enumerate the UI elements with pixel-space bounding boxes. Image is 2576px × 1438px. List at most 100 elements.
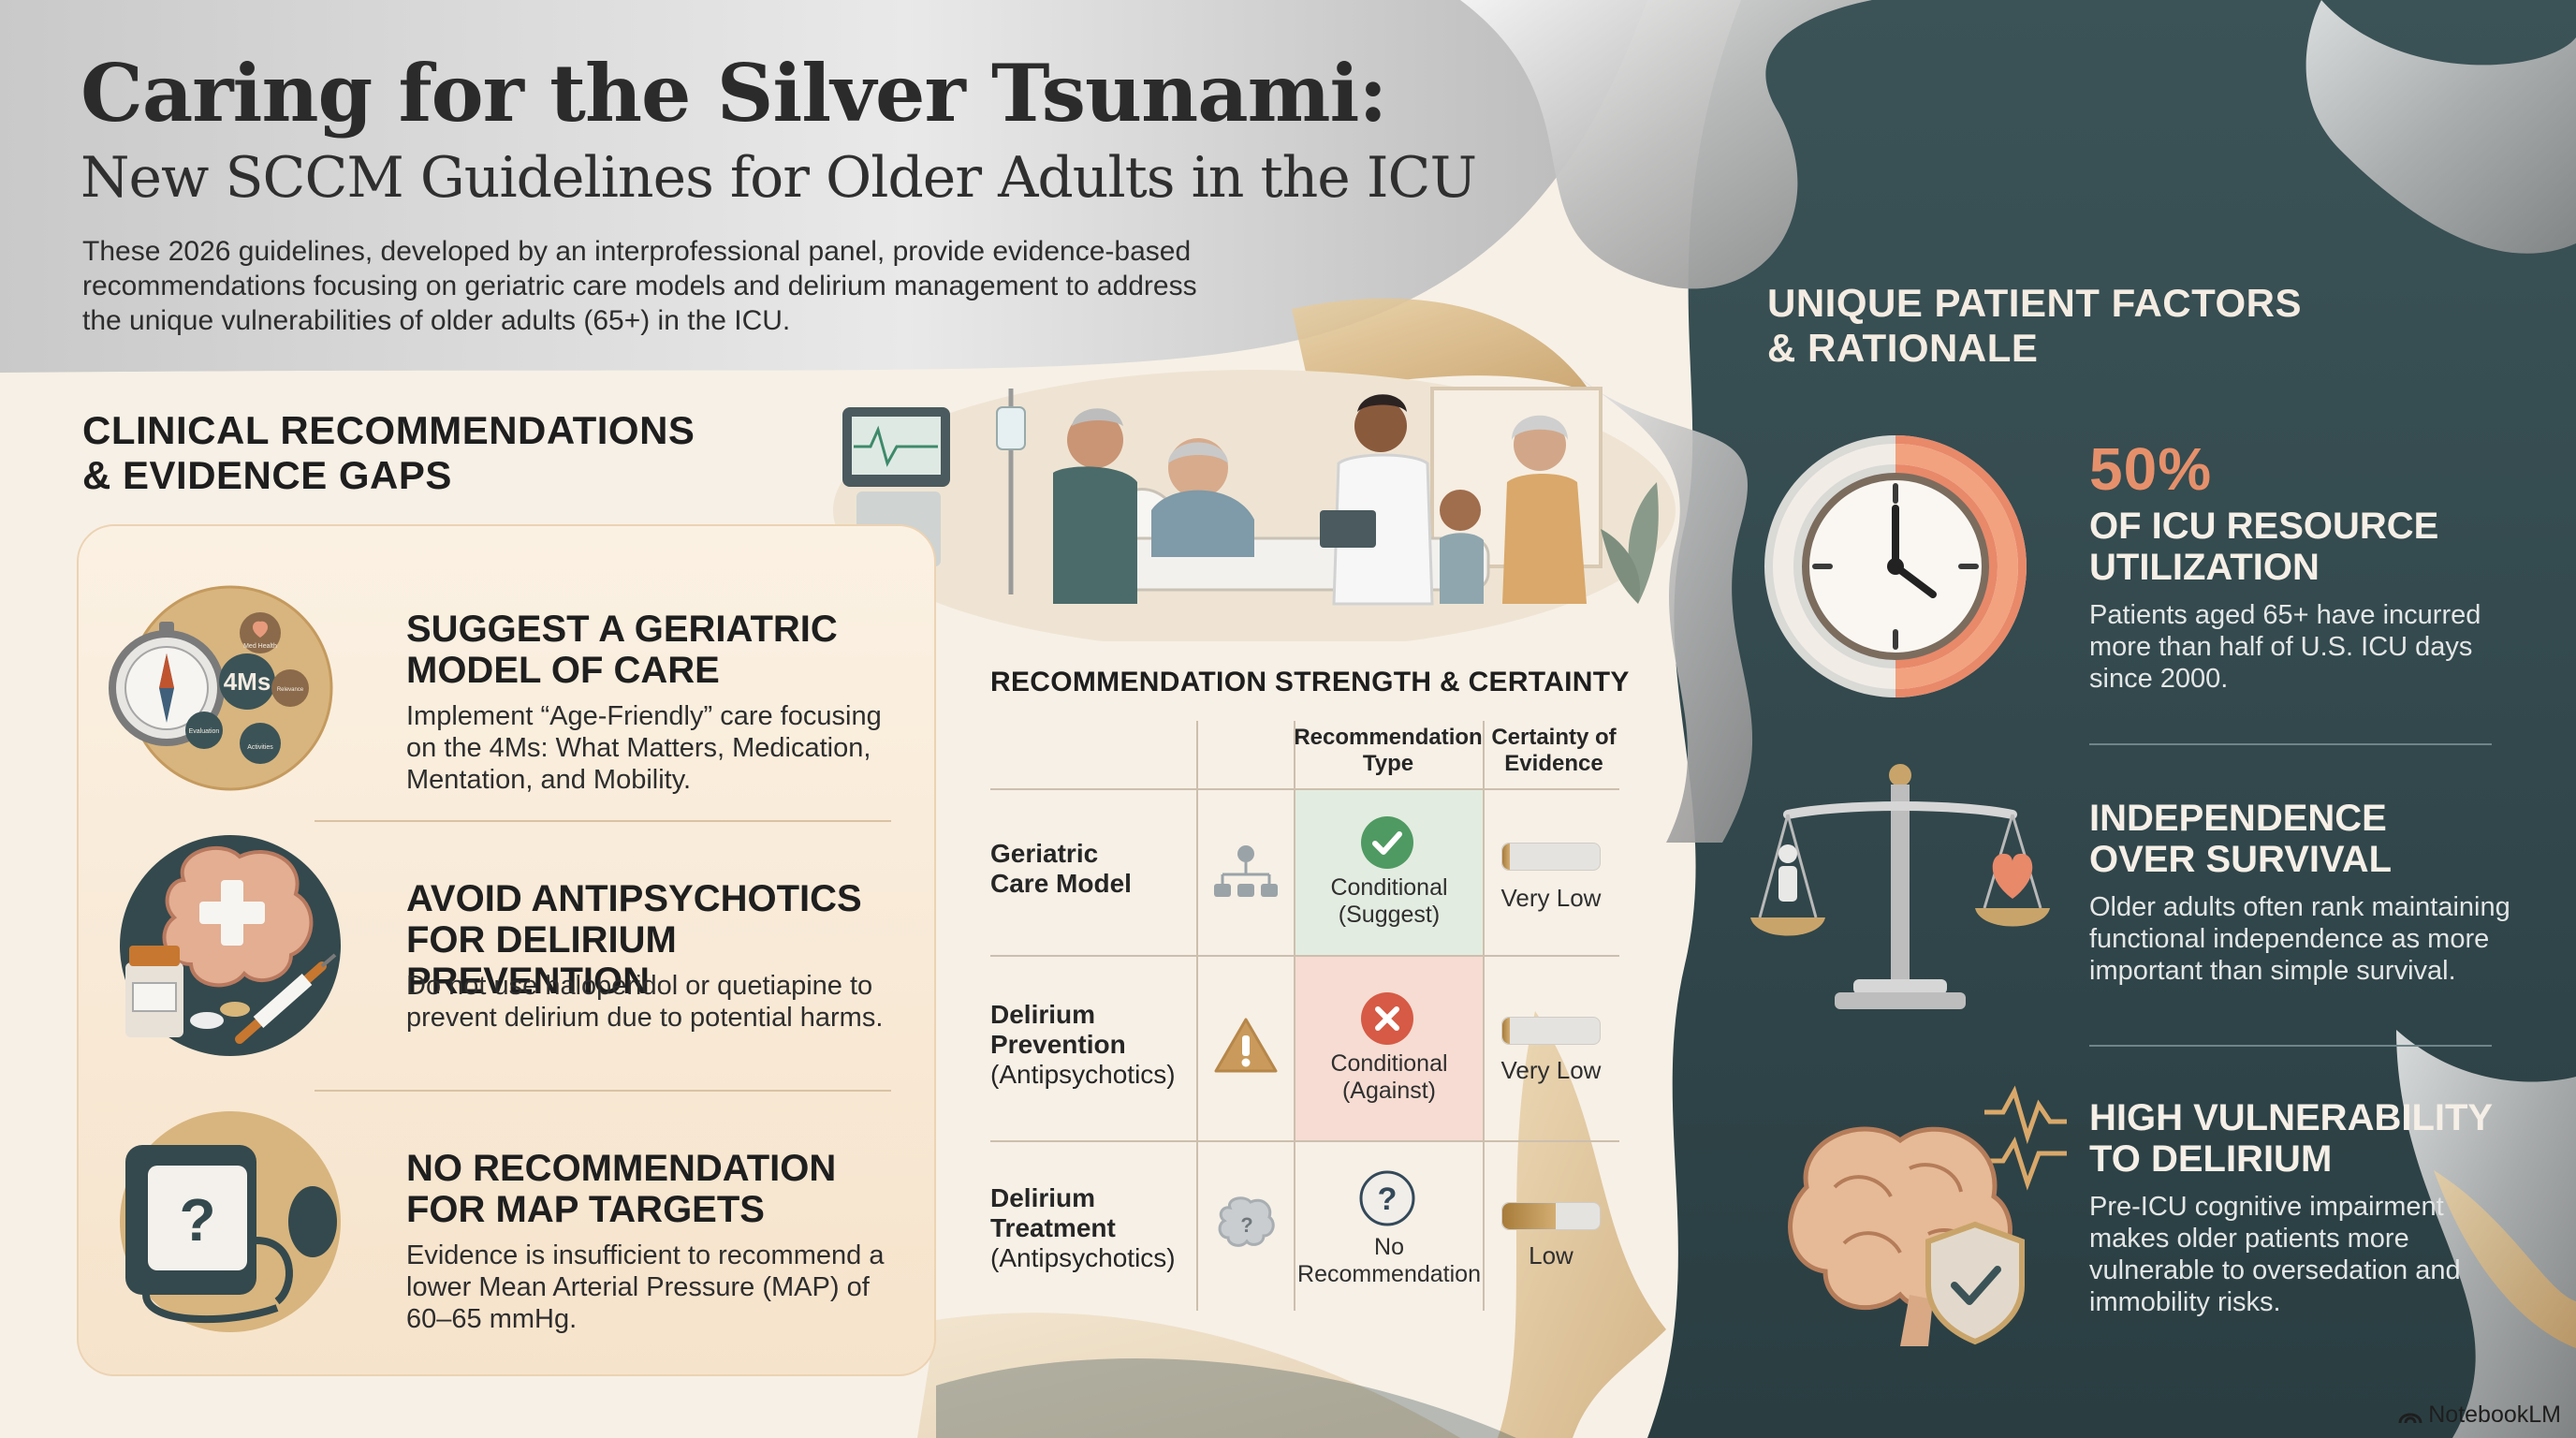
table-col-certainty: Certainty of Evidence xyxy=(1483,725,1625,777)
intro-paragraph: These 2026 guidelines, developed by an i… xyxy=(82,236,1197,336)
row-3-certainty: Low xyxy=(1529,1241,1573,1269)
row-3-type-l2: Recommendation xyxy=(1297,1261,1481,1287)
svg-text:?: ? xyxy=(1378,1181,1398,1217)
table-col-type: Recommendation Type xyxy=(1292,725,1485,777)
table-gridline xyxy=(990,1140,1619,1142)
certainty-bar-fill xyxy=(1502,1018,1511,1044)
row-3-label-line2: Treatment xyxy=(990,1213,1116,1242)
certainty-bar-fill xyxy=(1502,1203,1557,1229)
fact-1-description: Patients aged 65+ have incurred more tha… xyxy=(2089,600,2481,694)
svg-text:?: ? xyxy=(1240,1213,1252,1237)
table-row-label: Geriatric Care Model xyxy=(990,839,1206,899)
row-2-type: Conditional (Against) xyxy=(1295,1050,1483,1105)
table-row-label: Delirium Treatment (Antipsychotics) xyxy=(990,1183,1206,1273)
blood-pressure-monitor-icon: ? xyxy=(120,1111,341,1332)
fact-1-stat: 50% xyxy=(2089,435,2213,503)
page-title: Caring for the Silver Tsunami: xyxy=(80,47,1387,139)
fact-2-title: INDEPENDENCE OVER SURVIVAL xyxy=(2089,798,2576,880)
four-ms-label-3: Relevance xyxy=(277,687,304,693)
row-2-type-l1: Conditional xyxy=(1330,1050,1448,1077)
rec-1-title-line1: SUGGEST A GERIATRIC xyxy=(406,609,838,650)
row-1-label-line2: Care Model xyxy=(990,869,1132,898)
fact-1-title-line2: UTILIZATION xyxy=(2089,547,2320,588)
brand-watermark: NotebookLM xyxy=(2398,1401,2561,1429)
recommendations-heading: CLINICAL RECOMMENDATIONS & EVIDENCE GAPS xyxy=(82,408,794,498)
page-subtitle: New SCCM Guidelines for Older Adults in … xyxy=(80,145,1477,211)
brain-medication-icon xyxy=(120,835,341,1056)
notebooklm-logo-icon xyxy=(2398,1413,2422,1423)
row-1-type-l1: Conditional xyxy=(1330,874,1448,901)
brain-question-icon: ? xyxy=(1218,1196,1275,1247)
fact-3-title-line1: HIGH VULNERABILITY xyxy=(2089,1097,2494,1138)
rec-3-description: Evidence is insufficient to recommend a … xyxy=(406,1240,885,1334)
fact-divider-1 xyxy=(2089,743,2492,745)
certainty-bar-fill xyxy=(1502,844,1511,870)
icu-family-illustration xyxy=(833,370,1676,641)
row-2-label-sub: (Antipsychotics) xyxy=(990,1060,1176,1089)
table-heading: RECOMMENDATION STRENGTH & CERTAINTY xyxy=(990,667,1630,697)
fact-2-title-line1: INDEPENDENCE xyxy=(2089,798,2387,839)
fact-2-description: Older adults often rank maintaining func… xyxy=(2089,892,2510,986)
rec-divider-1 xyxy=(315,820,891,822)
table-type-cell-bg-2 xyxy=(1295,957,1483,1140)
x-circle-icon xyxy=(1361,992,1413,1045)
check-circle-icon xyxy=(1361,816,1413,869)
row-2-label-line2: Prevention xyxy=(990,1030,1126,1059)
table-gridline xyxy=(1196,721,1198,1311)
balance-scale-icon xyxy=(1750,764,2050,1009)
table-gridline xyxy=(990,788,1619,790)
row-1-type-l2: (Suggest) xyxy=(1338,902,1441,928)
hierarchy-icon xyxy=(1214,845,1278,897)
fact-1-title: OF ICU RESOURCE UTILIZATION xyxy=(2089,506,2576,588)
fact-3-title: HIGH VULNERABILITY TO DELIRIUM xyxy=(2089,1097,2576,1180)
row-1-type: Conditional (Suggest) xyxy=(1295,874,1483,929)
compass-4ms-icon: 4Ms Med Health Evaluation Relevance Acti… xyxy=(109,585,333,791)
rec-2-description: Do not use haloperidol or quetiapine to … xyxy=(406,971,884,1033)
rec-2-title-line1: AVOID ANTIPSYCHOTICS xyxy=(406,878,862,919)
rec-2-title: AVOID ANTIPSYCHOTICS FOR DELIRIUM PREVEN… xyxy=(406,878,930,1002)
fact-2-title-line2: OVER SURVIVAL xyxy=(2089,839,2393,880)
factors-heading: UNIQUE PATIENT FACTORS & RATIONALE xyxy=(1767,281,2422,371)
row-1-label-line1: Geriatric xyxy=(990,839,1099,868)
table-gridline xyxy=(1483,721,1485,1311)
warning-icon xyxy=(1214,1018,1278,1073)
rec-2-title-line2: FOR DELIRIUM PREVENTION xyxy=(406,919,677,1002)
brain-shield-icon xyxy=(1788,1085,2067,1346)
four-ms-label-2: Evaluation xyxy=(189,728,220,735)
row-2-label-line1: Delirium xyxy=(990,1000,1096,1029)
rec-3-title-line1: NO RECOMMENDATION xyxy=(406,1148,837,1189)
fact-3-title-line2: TO DELIRIUM xyxy=(2089,1138,2333,1180)
table-gridline xyxy=(990,955,1619,957)
row-1-certainty: Very Low xyxy=(1500,884,1602,912)
row-3-label-sub: (Antipsychotics) xyxy=(990,1243,1176,1272)
table-row-label: Delirium Prevention (Antipsychotics) xyxy=(990,1000,1206,1090)
row-3-label-line1: Delirium xyxy=(990,1183,1096,1212)
four-ms-label-1: Med Health xyxy=(243,643,277,650)
rec-divider-2 xyxy=(315,1090,891,1092)
table-col-type-l1: Recommendation xyxy=(1294,725,1483,750)
brand-name: NotebookLM xyxy=(2428,1401,2561,1428)
row-3-type: No Recommendation xyxy=(1295,1234,1483,1288)
svg-text:?: ? xyxy=(179,1186,215,1254)
rec-1-title-line2: MODEL OF CARE xyxy=(406,650,720,691)
table-col-cert-l1: Certainty of xyxy=(1491,725,1617,750)
table-gridline xyxy=(1294,721,1295,1311)
fact-divider-2 xyxy=(2089,1045,2492,1047)
table-col-type-l2: Type xyxy=(1362,751,1414,776)
rec-3-title: NO RECOMMENDATION FOR MAP TARGETS xyxy=(406,1148,930,1230)
certainty-bar-2 xyxy=(1501,1017,1601,1045)
question-circle-icon: ? xyxy=(1359,1170,1415,1226)
certainty-bar-1 xyxy=(1501,843,1601,871)
rec-3-title-line2: FOR MAP TARGETS xyxy=(406,1189,765,1230)
row-3-type-l1: No xyxy=(1374,1234,1404,1260)
row-2-certainty: Very Low xyxy=(1500,1056,1602,1084)
row-2-type-l2: (Against) xyxy=(1341,1078,1437,1104)
fact-3-description: Pre-ICU cognitive impairment makes older… xyxy=(2089,1192,2461,1317)
factors-heading-line1: UNIQUE PATIENT FACTORS xyxy=(1767,281,2303,325)
clock-icon xyxy=(1764,435,2027,697)
recommendations-heading-line1: CLINICAL RECOMMENDATIONS xyxy=(82,408,695,452)
factors-heading-line2: & RATIONALE xyxy=(1767,326,2039,370)
recommendations-heading-line2: & EVIDENCE GAPS xyxy=(82,453,452,497)
rec-1-description: Implement “Age-Friendly” care focusing o… xyxy=(406,701,882,795)
fact-1-title-line1: OF ICU RESOURCE xyxy=(2089,506,2439,547)
